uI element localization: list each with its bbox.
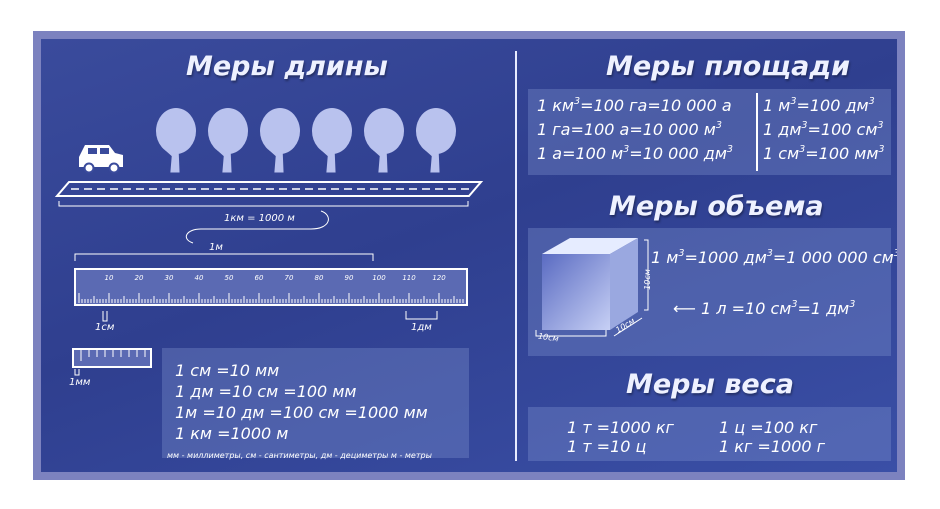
tree-icon (364, 108, 404, 173)
trees (156, 108, 456, 173)
ruler-tick-label: 90 (345, 274, 354, 282)
area-separator (756, 93, 758, 171)
tree-icon (312, 108, 352, 173)
ruler-tick-label: 30 (165, 274, 174, 282)
length-fact: 1 см =10 мм (175, 361, 280, 380)
length-fact: 1 км =1000 м (175, 424, 289, 443)
tree-icon (416, 108, 456, 173)
ruler-tick-label: 60 (255, 274, 264, 282)
tree-icon (156, 108, 196, 173)
length-footnote: мм - миллиметры, см - сантиметры, дм - д… (167, 451, 432, 460)
ruler-tick-label: 20 (135, 274, 144, 282)
ruler-tick-label: 120 (432, 274, 446, 282)
arrow-left-icon: ⟵ (673, 299, 702, 318)
ruler-tick-label: 40 (195, 274, 204, 282)
ruler-ticks (78, 293, 464, 303)
volume-fact: ⟵ 1 л =10 см3=1 дм3 (673, 299, 856, 318)
weight-fact: 1 кг =1000 г (719, 437, 826, 456)
ruler-numbers: 10 20 30 40 50 60 70 80 90 100 110 120 (105, 274, 447, 282)
km-label: 1км = 1000 м (224, 213, 295, 224)
poster-background: Меры длины (41, 39, 897, 472)
length-facts-panel (162, 348, 469, 458)
tree-icon (260, 108, 300, 173)
ruler-tick-label: 110 (402, 274, 416, 282)
dm-label: 1дм (411, 322, 432, 333)
area-fact: 1 а=100 м3=10 000 дм3 (537, 144, 733, 163)
ruler-tick-label: 10 (105, 274, 114, 282)
cube-edge-label: 10см (642, 269, 652, 290)
length-title: Меры длины (186, 51, 388, 82)
area-fact: 1 км3=100 га=10 000 а (537, 96, 732, 115)
mm-ruler-ticks (80, 349, 146, 361)
volume-fact: 1 м3=1000 дм3=1 000 000 см3 (651, 248, 897, 267)
weight-fact: 1 т =10 ц (567, 437, 647, 456)
poster-border: Меры длины (33, 31, 905, 480)
m-label: 1м (209, 242, 223, 253)
mm-label: 1мм (69, 377, 91, 388)
car-icon (79, 145, 123, 174)
ruler-tick-label: 80 (315, 274, 324, 282)
area-fact: 1 см3=100 мм3 (763, 144, 885, 163)
volume-title: Меры объема (609, 191, 824, 222)
weight-fact: 1 т =1000 кг (567, 418, 674, 437)
weight-panel (528, 407, 891, 461)
ruler-tick-label: 100 (372, 274, 386, 282)
length-fact: 1 дм =10 см =100 мм (175, 382, 357, 401)
area-fact: 1 дм3=100 см3 (763, 120, 884, 139)
ruler-tick-label: 50 (225, 274, 234, 282)
area-panel (528, 89, 891, 175)
weight-fact: 1 ц =100 кг (719, 418, 818, 437)
ruler-tick-label: 70 (285, 274, 294, 282)
cube-icon (535, 238, 649, 337)
cm-label: 1см (95, 322, 115, 333)
weight-title: Меры веса (626, 369, 794, 400)
area-title: Меры площади (606, 51, 851, 82)
tree-icon (208, 108, 248, 173)
length-illustration: 10 20 30 40 50 60 70 80 90 100 110 120 (54, 108, 484, 376)
area-fact: 1 м3=100 дм3 (763, 96, 875, 115)
area-fact: 1 га=100 а=10 000 м3 (537, 120, 722, 139)
length-fact: 1м =10 дм =100 см =1000 мм (175, 403, 428, 422)
center-divider (515, 51, 517, 461)
